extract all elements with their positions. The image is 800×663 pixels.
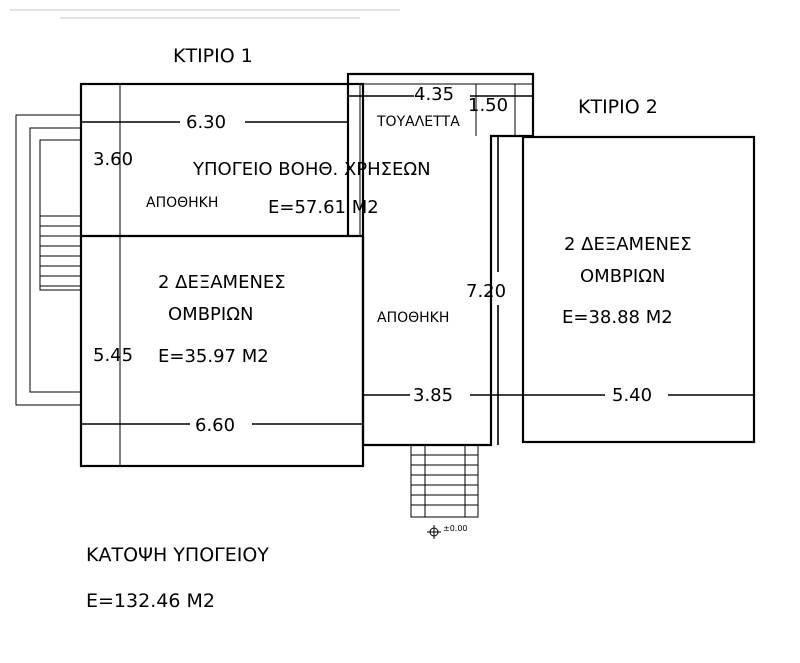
- level-mark-icon: [427, 525, 441, 539]
- tanks-left-line1: 2 ΔΕΞΑΜΕΝΕΣ: [158, 272, 286, 293]
- level-mark-label: ±0.00: [443, 524, 468, 533]
- tanks-right-area: Ε=38.88 Μ2: [562, 307, 673, 328]
- basement-aux-area: Ε=57.61 Μ2: [268, 197, 379, 218]
- dimension-3-60: 3.60: [93, 149, 133, 170]
- dimension-4-35: 4.35: [414, 84, 454, 105]
- basement-aux-title: ΥΠΟΓΕΙΟ ΒΟΗΘ. ΧΡΗΣΕΩΝ: [192, 159, 431, 180]
- dimension-5-40: 5.40: [612, 385, 652, 406]
- building-1-walls: [79, 82, 365, 468]
- storage-center-label: ΑΠΟΘΗΚΗ: [377, 310, 449, 326]
- dimension-6-60: 6.60: [195, 415, 235, 436]
- building-2-label: ΚΤΙΡΙΟ 2: [578, 96, 658, 118]
- building-2-walls: [521, 135, 756, 444]
- central-block-walls: [346, 72, 535, 447]
- tanks-right-line1: 2 ΔΕΞΑΜΕΝΕΣ: [564, 234, 692, 255]
- total-area: Ε=132.46 Μ2: [86, 590, 215, 612]
- dimension-1-50: 1.50: [468, 95, 508, 116]
- left-staircase: [15, 114, 80, 406]
- tanks-left-area: Ε=35.97 Μ2: [158, 346, 269, 367]
- plan-title: ΚΑΤΟΨΗ ΥΠΟΓΕΙΟΥ: [86, 544, 269, 566]
- tanks-left-line2: ΟΜΒΡΙΩΝ: [168, 304, 253, 325]
- dimension-lines: [81, 95, 754, 445]
- dimension-7-20: 7.20: [466, 281, 506, 302]
- entry-staircase: [410, 444, 479, 518]
- dimension-6-30: 6.30: [186, 112, 226, 133]
- toilet-label: ΤΟΥΑΛΕΤΤΑ: [376, 114, 460, 130]
- dimension-5-45: 5.45: [93, 345, 133, 366]
- storage-left-label: ΑΠΟΘΗΚΗ: [146, 195, 218, 211]
- tanks-right-line2: ΟΜΒΡΙΩΝ: [580, 266, 665, 287]
- dimension-3-85: 3.85: [413, 385, 453, 406]
- faint-traces: [10, 9, 400, 19]
- building-1-label: ΚΤΙΡΙΟ 1: [173, 45, 253, 67]
